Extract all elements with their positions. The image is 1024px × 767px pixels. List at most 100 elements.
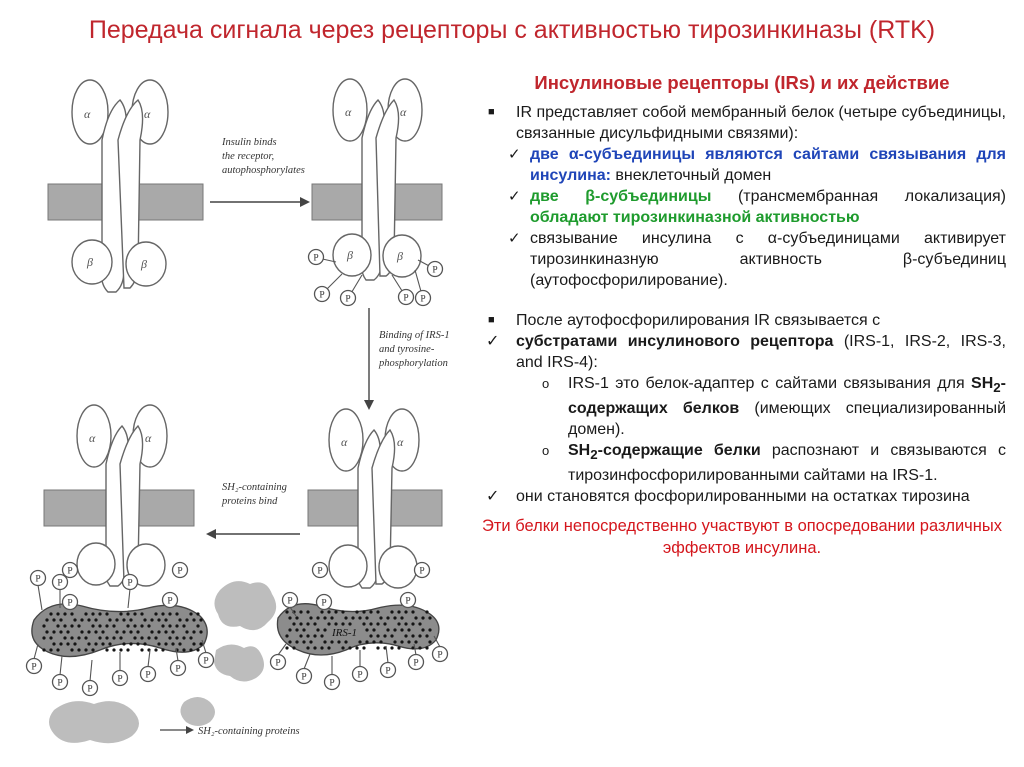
phosphate-icon: P bbox=[323, 673, 341, 691]
conclusion-text: Эти белки непосредственно участвуют в оп… bbox=[482, 517, 1002, 558]
phosphate-icon: P bbox=[295, 667, 313, 685]
circle-bullet-icon: o bbox=[542, 443, 550, 459]
phosphate-icon: P bbox=[171, 561, 189, 579]
svg-text:P: P bbox=[329, 679, 334, 689]
svg-text:P: P bbox=[67, 567, 72, 577]
alpha-label: α bbox=[84, 107, 91, 121]
step-arrow-2: Binding of IRS-1 and tyrosine- phosphory… bbox=[364, 308, 450, 410]
phosphate-icon: P bbox=[51, 673, 69, 691]
phosphate-icon: P bbox=[61, 593, 79, 611]
alpha-label: α bbox=[341, 435, 348, 449]
checkmark-icon: ✓ bbox=[508, 188, 521, 205]
sh2-protein-blobs bbox=[49, 581, 277, 744]
step-arrow-3: SH₂-containing proteins bind bbox=[206, 482, 300, 539]
phosphate-icon: P bbox=[29, 569, 47, 587]
alpha-label: α bbox=[397, 435, 404, 449]
phosphate-icon: P bbox=[399, 591, 417, 609]
phosphate-icon: P bbox=[414, 289, 432, 307]
svg-text:P: P bbox=[67, 599, 72, 609]
phosphate-icon: P bbox=[269, 653, 287, 671]
phosphate-icon: P bbox=[407, 653, 425, 671]
alpha-label: α bbox=[89, 431, 96, 445]
svg-text:P: P bbox=[57, 679, 62, 689]
phosphate-icon: P bbox=[339, 289, 357, 307]
svg-text:P: P bbox=[319, 291, 324, 301]
slide-title: Передача сигнала через рецепторы с актив… bbox=[88, 16, 936, 44]
circle-sh2-recognize: o SH2-содержащие белки распознают и связ… bbox=[542, 442, 1006, 485]
square-bullet-icon: ■ bbox=[488, 314, 495, 326]
step-label-3: proteins bind bbox=[221, 496, 278, 507]
phosphate-icon: P bbox=[61, 561, 79, 579]
check-beta-subunits: ✓ две β-субъединицы (трансмембранная лок… bbox=[508, 188, 1006, 226]
check-phosphorylated-tyrosine: ✓ они становятся фосфорилированными на о… bbox=[486, 488, 970, 506]
phosphate-icon: P bbox=[197, 651, 215, 669]
svg-text:P: P bbox=[437, 651, 442, 661]
phosphate-icon: P bbox=[161, 591, 179, 609]
bullet-ir-structure: ■ IR представляет собой мембранный белок… bbox=[488, 104, 1006, 142]
checkmark-icon: ✓ bbox=[486, 488, 500, 506]
phosphate-icon: P bbox=[379, 661, 397, 679]
alpha-label: α bbox=[400, 105, 407, 119]
svg-text:P: P bbox=[321, 599, 326, 609]
phosphate-icon: P bbox=[426, 260, 444, 278]
step-label-2: Binding of IRS-1 bbox=[379, 330, 450, 341]
svg-text:P: P bbox=[413, 659, 418, 669]
svg-text:P: P bbox=[385, 667, 390, 677]
svg-text:P: P bbox=[117, 675, 122, 685]
checkmark-icon: ✓ bbox=[508, 146, 521, 163]
receptor-panel-irs1-bound: α α IRS-1 bbox=[276, 408, 443, 656]
phosphate-icon: P bbox=[139, 665, 157, 683]
svg-text:P: P bbox=[175, 665, 180, 675]
checkmark-icon: ✓ bbox=[486, 333, 500, 350]
svg-text:P: P bbox=[313, 254, 318, 264]
svg-text:P: P bbox=[275, 659, 280, 669]
svg-text:P: P bbox=[203, 657, 208, 667]
svg-text:P: P bbox=[57, 579, 62, 589]
phosphate-icon: P bbox=[25, 657, 43, 675]
step-label-2: phosphorylation bbox=[378, 358, 448, 369]
svg-text:P: P bbox=[177, 567, 182, 577]
phosphate-icon: P bbox=[311, 561, 329, 579]
check-irs-substrates: ✓ субстратами инсулинового рецептора (IR… bbox=[486, 333, 1006, 371]
beta-label: β bbox=[396, 249, 403, 263]
phosphate-icon: P bbox=[281, 591, 299, 609]
phosphate-icon: P bbox=[169, 659, 187, 677]
beta-label: β bbox=[346, 248, 353, 262]
section-subtitle: Инсулиновые рецепторы (IRs) и их действи… bbox=[534, 72, 950, 93]
svg-text:P: P bbox=[420, 295, 425, 305]
receptor-panel-autophosphorylated: α α β β bbox=[311, 78, 443, 296]
svg-text:P: P bbox=[145, 671, 150, 681]
svg-text:P: P bbox=[127, 579, 132, 589]
phosphate-icon: P bbox=[81, 679, 99, 697]
svg-text:P: P bbox=[167, 597, 172, 607]
step-label-1: Insulin binds bbox=[221, 137, 277, 148]
step-label-1: the receptor, bbox=[222, 151, 274, 162]
svg-text:P: P bbox=[287, 597, 292, 607]
irs1-label: IRS-1 bbox=[331, 627, 357, 639]
step-label-2: and tyrosine- bbox=[379, 344, 435, 355]
svg-text:P: P bbox=[31, 663, 36, 673]
circle-irs1-adapter: o IRS-1 это белок-адаптер с сайтами связ… bbox=[542, 375, 1006, 439]
svg-text:P: P bbox=[301, 673, 306, 683]
check-insulin-binding: ✓ связывание инсулина с α-субъединицами … bbox=[508, 230, 1006, 289]
text-panel: Инсулиновые рецепторы (IRs) и их действи… bbox=[478, 72, 1006, 559]
step-arrow-1: Insulin binds the receptor, autophosphor… bbox=[210, 137, 310, 207]
phosphate-icon: P bbox=[315, 593, 333, 611]
step-label-1: autophosphorylates bbox=[222, 165, 305, 176]
alpha-label: α bbox=[144, 107, 151, 121]
phosphate-icon: P bbox=[351, 665, 369, 683]
bullet-autophosphorylation: ■ После аутофосфорилирования IR связывае… bbox=[488, 312, 881, 329]
svg-text:P: P bbox=[419, 567, 424, 577]
phosphate-icon: P bbox=[307, 248, 325, 266]
circle-bullet-icon: o bbox=[542, 376, 550, 391]
step-label-3: SH₂-containing bbox=[222, 482, 287, 493]
phosphate-icon: P bbox=[121, 573, 139, 591]
svg-text:P: P bbox=[87, 685, 92, 695]
svg-text:P: P bbox=[405, 597, 410, 607]
phosphate-icon: P bbox=[413, 561, 431, 579]
receptor-panel-sh2-bound: α α SH₂-containing proteins bbox=[31, 404, 300, 744]
checkmark-icon: ✓ bbox=[508, 230, 521, 247]
square-bullet-icon: ■ bbox=[488, 106, 495, 118]
receptor-panel-inactive: α α β β bbox=[47, 79, 204, 293]
svg-text:P: P bbox=[317, 567, 322, 577]
